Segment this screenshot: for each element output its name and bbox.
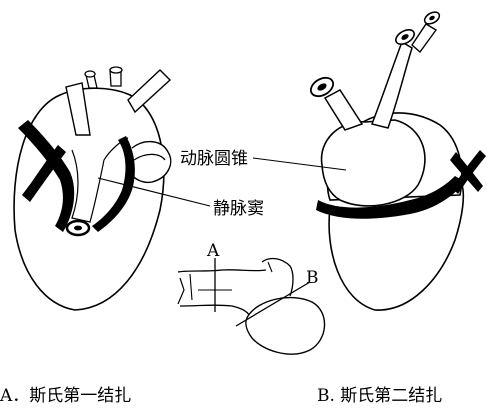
right-heart-diagram <box>308 10 486 310</box>
label-sinus-venosus: 静脉窦 <box>213 199 264 219</box>
inset-vessel-upper <box>178 270 266 272</box>
caption-second-ligature: B. 斯氏第二结扎 <box>317 386 442 406</box>
left-heart-diagram <box>14 67 171 310</box>
label-point-b: B <box>306 268 319 288</box>
right-conus-arteriosus <box>322 120 425 206</box>
left-ventricle <box>14 88 164 310</box>
label-conus-arteriosus: 动脉圆锥 <box>180 149 248 169</box>
left-vessel-branch-right <box>128 70 170 112</box>
inset-ventricle <box>246 298 325 355</box>
label-point-a: A <box>206 241 220 261</box>
right-truncus-left-branch <box>325 90 362 130</box>
ligature-position-inset: A B <box>178 241 325 354</box>
caption-first-ligature: A．斯氏第一结扎 <box>0 386 131 406</box>
